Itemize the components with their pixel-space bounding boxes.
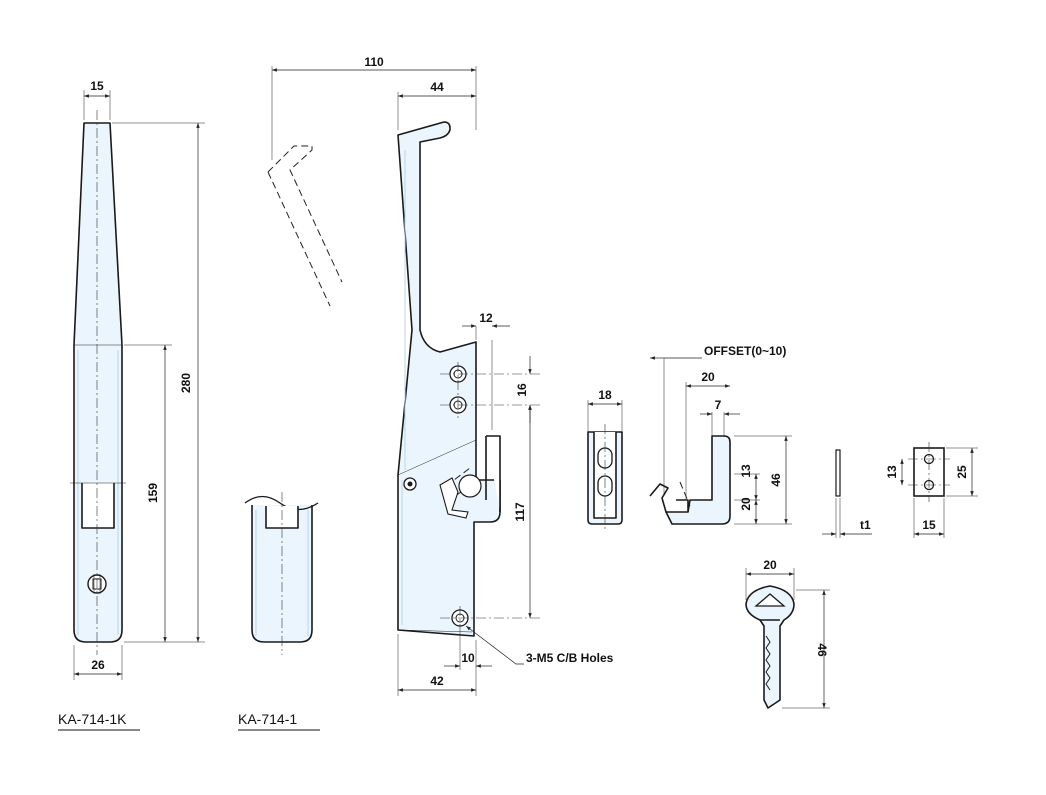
dim-top-width: 15	[90, 79, 104, 93]
dim-side-width: 18	[598, 388, 612, 402]
dims-side: 110 44 12 16 117 10 42 3-M5 C/B Holes	[271, 55, 614, 696]
dim-key-length: 46	[815, 643, 829, 657]
dim-plate-hole-pitch: 13	[885, 465, 899, 479]
view-keyed-front	[70, 110, 126, 655]
view-strike-side: 18	[587, 388, 623, 530]
dim-plate-height: 25	[955, 465, 969, 479]
dim-slot-height: 13	[739, 464, 753, 478]
dim-hook-width: 20	[701, 370, 715, 384]
dim-plate-thickness: t1	[860, 518, 871, 532]
dim-base-offset: 42	[430, 674, 444, 688]
dim-slot-base: 20	[739, 497, 753, 511]
model-label-keyed: KA-714-1K	[58, 711, 127, 727]
view-plate-face: 13 25 15	[885, 442, 978, 538]
dim-total-length: 280	[179, 373, 193, 393]
dim-key-width: 20	[763, 558, 777, 572]
dim-hook-height: 46	[769, 473, 783, 487]
dims-keyed: 15 280 159 26	[73, 79, 205, 680]
dim-head-width: 44	[430, 80, 444, 94]
dim-offset-label: OFFSET(0~10)	[704, 344, 786, 358]
dim-bottom-hole-offset: 10	[461, 651, 475, 665]
dim-plate-width: 15	[922, 518, 936, 532]
dim-hook-lip: 7	[715, 398, 722, 412]
dim-base-width: 26	[91, 658, 105, 672]
dim-hole-offset-x: 12	[479, 311, 493, 325]
dim-lower-length: 159	[146, 483, 160, 503]
dim-hole-pitch: 16	[515, 383, 529, 397]
view-side	[397, 121, 501, 637]
countersunk-holes	[403, 362, 540, 630]
swing-phantom	[267, 145, 343, 307]
view-plain-partial	[244, 492, 319, 655]
view-strike-hook: OFFSET(0~10) 20 7 46 13 20	[649, 344, 792, 525]
holes-note: 3-M5 C/B Holes	[526, 651, 614, 665]
key-icon: 20 46	[745, 558, 830, 709]
dim-hole-span: 117	[513, 502, 527, 522]
view-plate-edge: t1	[822, 449, 872, 538]
dim-swing-overall: 110	[364, 55, 384, 69]
model-label-plain: KA-714-1	[238, 711, 297, 727]
